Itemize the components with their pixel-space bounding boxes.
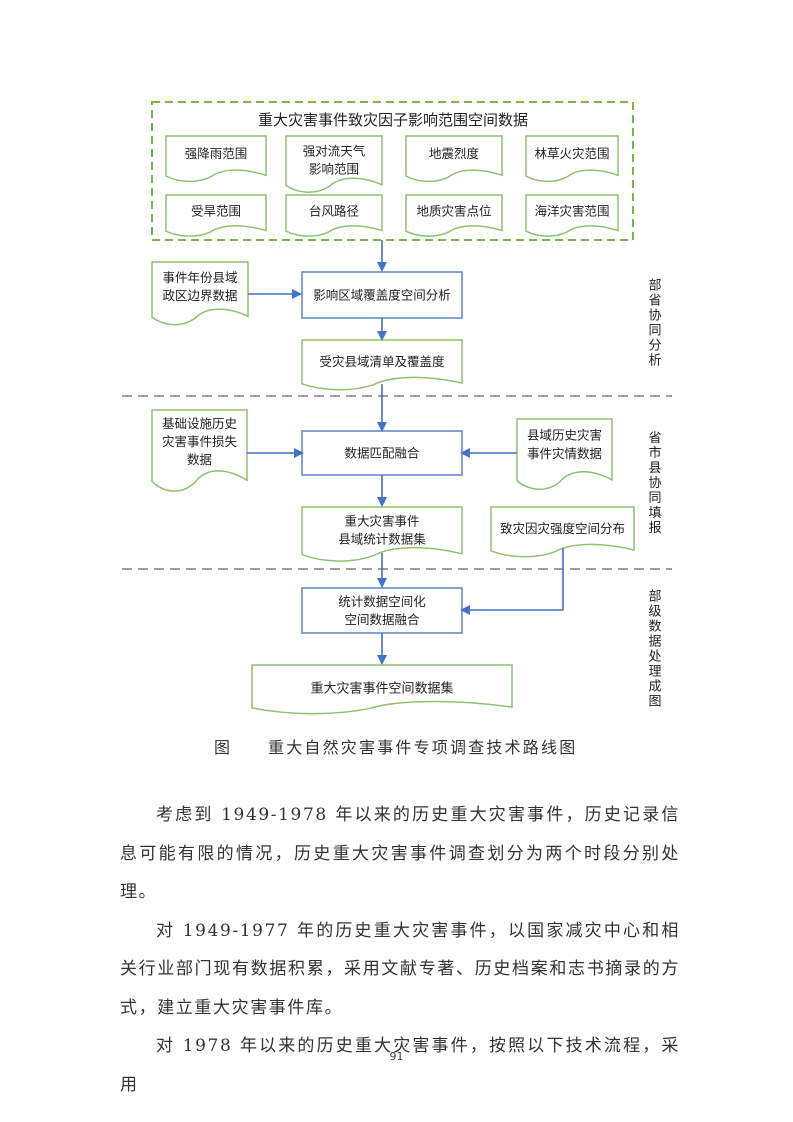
factor-document-shape bbox=[285, 194, 383, 237]
stage-label-char: 图 bbox=[648, 695, 661, 710]
factor-document: 海洋灾害范围 bbox=[525, 194, 619, 237]
county-stats-document-label: 重大灾害事件 bbox=[344, 513, 419, 528]
county-list-document-shape bbox=[301, 339, 463, 391]
factor-document: 受旱范围 bbox=[165, 194, 267, 237]
final-dataset-document-shape bbox=[251, 664, 513, 715]
factor-document: 台风路径 bbox=[285, 194, 383, 237]
stage-label-char: 处 bbox=[648, 650, 661, 665]
factor-document-shape bbox=[525, 194, 619, 237]
final-dataset-document: 重大灾害事件空间数据集 bbox=[251, 664, 513, 715]
factor-document: 林草火灾范围 bbox=[525, 135, 619, 183]
factor-document-label: 强降雨范围 bbox=[185, 146, 248, 161]
stage-label-char: 填 bbox=[648, 506, 661, 521]
factor-document: 地震烈度 bbox=[405, 135, 503, 183]
county-stats-document-label: 县域统计数据集 bbox=[338, 532, 426, 547]
stage-label-char: 成 bbox=[648, 680, 661, 695]
factor-document-label: 强对流天气 bbox=[303, 143, 366, 158]
infrastructure-loss-document-label: 数据 bbox=[187, 452, 212, 467]
group-title: 重大灾害事件致灾因子影响范围空间数据 bbox=[258, 111, 528, 129]
paragraph: 对 1978 年以来的历史重大灾害事件，按照以下技术流程，采用 bbox=[120, 1036, 680, 1095]
factor-document-label: 地质灾害点位 bbox=[416, 203, 491, 218]
data-matching-process-label: 数据匹配融合 bbox=[344, 446, 420, 461]
intensity-distribution-document-shape bbox=[490, 506, 635, 558]
factor-document-shape bbox=[285, 135, 383, 193]
factor-document-shape bbox=[165, 194, 267, 237]
county-stats-document-shape bbox=[301, 506, 463, 562]
factor-document-shape bbox=[405, 135, 503, 183]
spatialization-process-label: 统计数据空间化 bbox=[338, 594, 426, 609]
stage-label-char: 同 bbox=[648, 324, 661, 339]
county-history-document-shape bbox=[516, 418, 613, 490]
county-history-document-label: 县域历史灾害 bbox=[527, 428, 602, 443]
factor-document-label: 台风路径 bbox=[309, 203, 359, 218]
county-list-document-label: 受灾县域清单及覆盖度 bbox=[319, 354, 445, 369]
arrow-intensity-to-spatialize bbox=[460, 548, 564, 615]
figure-label: 图 bbox=[214, 738, 231, 757]
stage-label-char: 分 bbox=[648, 339, 661, 354]
stage-label-char: 市 bbox=[648, 445, 661, 461]
boundary-data-document-label: 政区边界数据 bbox=[162, 288, 237, 303]
spatialization-process-label: 空间数据融合 bbox=[344, 612, 420, 627]
body-text: 考虑到 1949-1978 年以来的历史重大灾害事件，历史记录信息可能有限的情况… bbox=[120, 796, 680, 1104]
factor-document-label: 海洋灾害范围 bbox=[534, 203, 609, 218]
boundary-data-document-shape bbox=[151, 261, 249, 326]
factor-document: 地质灾害点位 bbox=[405, 194, 503, 237]
infrastructure-loss-document-label: 基础设施历史 bbox=[162, 416, 238, 431]
stage-label-char: 报 bbox=[648, 521, 661, 536]
stage-label-char: 同 bbox=[648, 491, 661, 506]
factor-document-label: 影响范围 bbox=[309, 161, 359, 176]
spatialization-process-shape bbox=[301, 587, 463, 634]
coverage-analysis-process: 影响区域覆盖度空间分析 bbox=[301, 271, 463, 319]
infrastructure-loss-document-shape bbox=[151, 409, 248, 492]
disaster-factor-group-box bbox=[151, 101, 634, 241]
data-matching-process: 数据匹配融合 bbox=[301, 430, 463, 476]
factor-document-label: 受旱范围 bbox=[191, 203, 241, 218]
coverage-analysis-process-label: 影响区域覆盖度空间分析 bbox=[313, 288, 451, 303]
stage-label-char: 据 bbox=[648, 635, 661, 650]
stage-label-char: 析 bbox=[648, 354, 661, 369]
factor-document-shape bbox=[405, 194, 503, 237]
stage-label-char: 省 bbox=[648, 294, 661, 309]
intensity-distribution-document: 致灾因灾强度空间分布 bbox=[490, 506, 635, 558]
stage-label-char: 数 bbox=[648, 620, 661, 635]
stage-label-char: 部 bbox=[648, 590, 661, 605]
factor-document-shape bbox=[165, 135, 267, 183]
stage-label-char: 级 bbox=[648, 605, 661, 620]
coverage-analysis-process-shape bbox=[301, 271, 463, 319]
factor-document-label: 地震烈度 bbox=[429, 146, 480, 161]
final-dataset-document-label: 重大灾害事件空间数据集 bbox=[310, 681, 453, 697]
figure-title: 重大自然灾害事件专项调查技术路线图 bbox=[268, 738, 578, 757]
factor-document: 强降雨范围 bbox=[165, 135, 267, 183]
paragraph: 考虑到 1949-1978 年以来的历史重大灾害事件，历史记录信息可能有限的情况… bbox=[120, 805, 680, 902]
paragraph: 对 1949-1977 年的历史重大灾害事件，以国家减灾中心和相关行业部门现有数… bbox=[120, 920, 680, 1018]
factor-document-label: 林草火灾范围 bbox=[534, 146, 609, 161]
stage-label-char: 县 bbox=[648, 461, 661, 476]
county-history-document-label: 事件灾情数据 bbox=[527, 446, 602, 461]
county-list-document: 受灾县域清单及覆盖度 bbox=[301, 339, 463, 391]
factor-document-shape bbox=[525, 135, 619, 183]
stage-label-char: 理 bbox=[648, 665, 661, 680]
stage-label-char: 协 bbox=[648, 309, 661, 324]
intensity-distribution-document-label: 致灾因灾强度空间分布 bbox=[500, 521, 625, 536]
stage-label-char: 省 bbox=[648, 431, 661, 446]
stage-label-char: 部 bbox=[648, 279, 661, 294]
boundary-data-document-label: 事件年份县域 bbox=[162, 270, 237, 285]
page-number: 91 bbox=[389, 1050, 404, 1063]
infrastructure-loss-document-label: 灾害事件损失 bbox=[162, 434, 238, 449]
stage-label-char: 协 bbox=[648, 476, 661, 491]
